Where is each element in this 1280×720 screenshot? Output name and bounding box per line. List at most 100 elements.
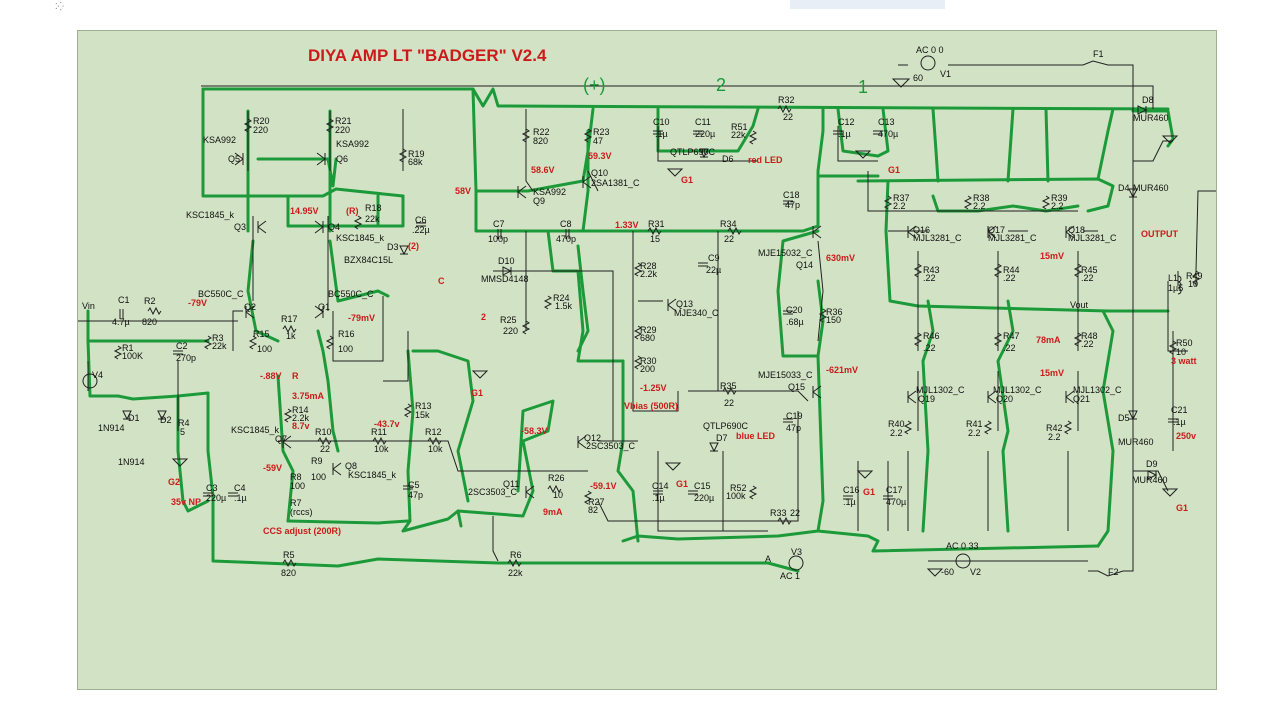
resistor-r39 — [1041, 195, 1051, 210]
schematic-label: 14.95V — [290, 206, 319, 216]
schematic-label: 100 — [311, 472, 326, 482]
q7-ref: Q7 — [275, 434, 287, 444]
cap-c6 — [416, 222, 426, 227]
resistor-r37 — [883, 195, 893, 210]
schematic-label: 15mV — [1040, 251, 1064, 261]
diode-d5 — [1128, 410, 1138, 421]
resistor-r30 — [633, 355, 643, 370]
schematic-label: 4.7µ — [112, 317, 130, 327]
schematic-label: 82 — [588, 505, 598, 515]
schematic-label: 10 — [553, 490, 563, 500]
resistor-r49 — [1191, 270, 1201, 285]
schematic-label: 220µ — [695, 129, 715, 139]
resistor-r47 — [993, 332, 1003, 347]
q18-part: MJL3281_C — [1068, 233, 1117, 243]
q19-part: MJL1302_C — [916, 385, 965, 395]
resistor-r41 — [983, 420, 993, 435]
schematic-label: D1 — [128, 413, 140, 423]
schematic-label: 8.7v — [292, 421, 310, 431]
schematic-label: 630mV — [826, 253, 855, 263]
schematic-label: R34 — [720, 219, 737, 229]
schematic-label: D6 — [722, 154, 734, 164]
v3-label: AC 1 — [780, 571, 800, 581]
resistor-r3 — [203, 335, 213, 350]
schematic-label: 2.2k — [292, 413, 310, 423]
schematic-label: C7 — [493, 219, 505, 229]
schematic-label: 3.75mA — [292, 391, 325, 401]
schematic-label: 2 — [481, 312, 486, 322]
inductor-ref: L1 — [1168, 273, 1178, 283]
v1-name: AC 0 0 — [916, 45, 944, 55]
schematic-label: .1µ — [843, 497, 856, 507]
v3-node: A — [765, 554, 771, 564]
schematic-label: R35 — [720, 381, 737, 391]
schematic-label: R38 — [973, 193, 990, 203]
schematic-label: D2 — [160, 415, 172, 425]
schematic-label: G1 — [888, 165, 900, 175]
resistor-r31 — [647, 226, 662, 236]
schematic-label: R20 — [253, 116, 270, 126]
q13-part: MJE340_C — [674, 308, 719, 318]
schematic-label: G1 — [863, 487, 875, 497]
cap-c12 — [833, 130, 843, 135]
schematic-wires — [78, 60, 1216, 577]
schematic-label: C — [438, 276, 445, 286]
cap-c8 — [565, 229, 570, 239]
schematic-label: R19 — [408, 149, 425, 159]
schematic-label: 1N914 — [118, 457, 145, 467]
schematic-canvas: DIYA AMP LT "BADGER" V2.4 (+) 2 1 AC 0 0… — [78, 45, 1216, 581]
schematic-label: R28 — [640, 261, 657, 271]
schematic-label: 47 — [593, 136, 603, 146]
schematic-label: D7 — [716, 433, 728, 443]
ground-symbols — [171, 78, 1179, 577]
schematic-label: 1N914 — [98, 423, 125, 433]
q19-ref: Q19 — [918, 394, 935, 404]
schematic-label: .1µ — [1173, 417, 1186, 427]
schematic-label: blue LED — [736, 431, 776, 441]
diode-d8 — [1137, 105, 1148, 115]
diode-d1 — [122, 410, 132, 421]
resistor-r45 — [1073, 263, 1083, 278]
schematic-label: C14 — [652, 481, 669, 491]
resistor-r23 — [583, 128, 593, 143]
transistor-symbols — [234, 152, 1075, 499]
source-v4 — [82, 373, 98, 389]
cap-c2 — [173, 350, 183, 355]
schematic-label: R10 — [315, 427, 332, 437]
green-traces — [86, 87, 1175, 573]
schematic-label: 100 — [257, 344, 272, 354]
q12-part: 2SC3503_C — [586, 441, 636, 451]
q4-part: KSC1845_k — [336, 233, 385, 243]
schematic-label: R12 — [425, 427, 442, 437]
schematic-label: R — [292, 371, 299, 381]
resistor-r27 — [583, 490, 593, 505]
resistor-r25 — [521, 320, 531, 335]
schematic-label: G1 — [471, 388, 483, 398]
resistor-r24 — [543, 295, 553, 310]
schematic-label: C8 — [560, 219, 572, 229]
schematic-label: R11 — [371, 427, 387, 437]
schematic-label: R39 — [1051, 193, 1068, 203]
resistor-r14 — [283, 408, 293, 423]
schematic-label: (rccs) — [290, 507, 313, 517]
schematic-label: CCS adjust (200R) — [263, 526, 341, 536]
schematic-label: R49 — [1186, 271, 1203, 281]
resistor-r17 — [282, 324, 297, 334]
schematic-label: C5 — [408, 480, 420, 490]
schematic-label: R1 — [122, 343, 134, 353]
cap-c17 — [883, 495, 893, 500]
schematic-label: R47 — [1003, 331, 1020, 341]
cap-c20 — [783, 310, 793, 315]
schematic-label: 250v — [1176, 431, 1196, 441]
schematic-label: 2.2 — [1048, 432, 1061, 442]
schematic-label: 820 — [142, 317, 157, 327]
schematic-label: 22 — [320, 444, 330, 454]
q11-part: 2SC3503_C — [468, 487, 518, 497]
v2-name: AC 0 33 — [946, 541, 979, 551]
schematic-label: 59.3V — [588, 151, 612, 161]
q8-part: KSC1845_k — [348, 470, 397, 480]
q7-part: KSC1845_k — [231, 425, 280, 435]
schematic-label: 58V — [455, 186, 471, 196]
